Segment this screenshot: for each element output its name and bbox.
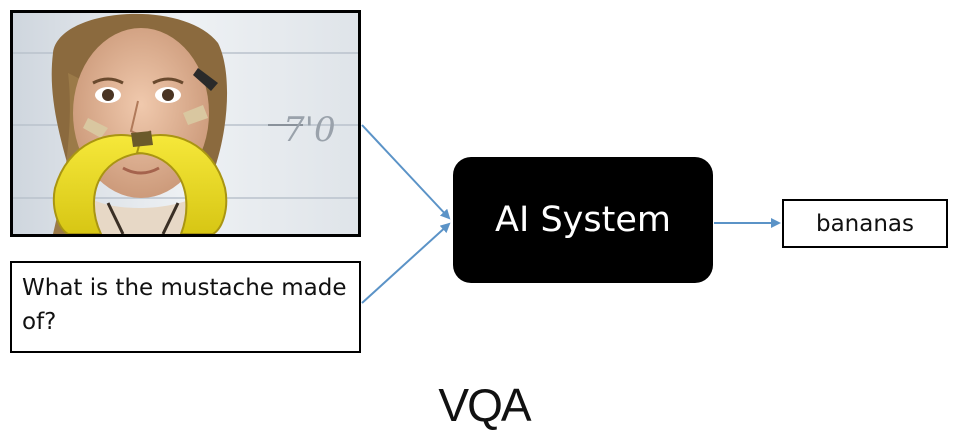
question-box: What is the mustache made of?	[10, 261, 361, 353]
input-photo: 7'0	[10, 10, 361, 237]
woman-with-banana-mustache-photo-icon: 7'0	[13, 13, 358, 234]
answer-box: bananas	[782, 199, 948, 248]
photo-to-system-arrow	[361, 124, 451, 220]
ai-system-label: AI System	[495, 200, 671, 240]
answer-text: bananas	[815, 210, 915, 237]
diagram-caption: VQA	[438, 379, 531, 431]
wall-height-mark: 7'0	[283, 110, 336, 150]
question-text: What is the mustache made of?	[22, 275, 347, 335]
question-to-system-arrow	[361, 222, 451, 304]
ai-system-box: AI System	[453, 157, 713, 283]
